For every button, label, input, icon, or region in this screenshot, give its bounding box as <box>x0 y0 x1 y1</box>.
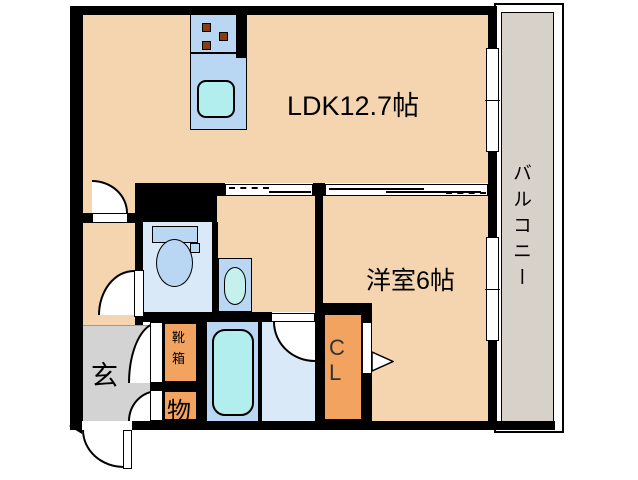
wall-post-between-sliders <box>313 183 325 196</box>
shoe-box-label: 靴箱 <box>172 330 186 366</box>
shoe-box-door-leaf <box>150 322 163 383</box>
wall-above-toilet <box>135 183 217 222</box>
entrance-door-gap <box>82 421 132 430</box>
entrance-door-swing <box>82 430 124 468</box>
stove-burner-icon <box>202 41 211 50</box>
stove-burner-icon <box>219 32 228 41</box>
wall-closet-top <box>323 303 372 313</box>
wall-closet-above-door <box>363 313 372 322</box>
wall-hinge-stub-left <box>83 213 93 223</box>
wall-bath-top <box>212 312 272 322</box>
kitchen-stove-divider <box>190 52 247 54</box>
toilet-flush-handle <box>190 243 200 253</box>
stove-burner-icon <box>202 23 211 32</box>
wall-bottom <box>70 421 555 430</box>
toilet-bowl <box>156 239 193 287</box>
closet-door-direction-icon <box>371 351 394 372</box>
closet-door-leaf <box>362 322 372 374</box>
entrance-arrow-icon <box>69 418 82 434</box>
kitchen-vent-wall <box>236 15 246 58</box>
wall-left <box>70 6 83 430</box>
wall-shoebox-divider <box>150 383 198 390</box>
wall-top <box>70 6 497 15</box>
bathtub <box>212 329 254 416</box>
storage-box <box>163 390 198 421</box>
washbasin-bowl <box>224 267 246 305</box>
western-balcony-window <box>485 237 500 341</box>
western-room-sliding-door <box>325 184 488 196</box>
storage-label: 物 <box>167 398 191 425</box>
ldk-floor <box>83 15 488 183</box>
wall-toilet-left-upper <box>135 222 143 270</box>
wall-toilet-right <box>212 222 218 322</box>
wall-bath-divider <box>258 322 262 421</box>
bath-door-leaf <box>271 313 315 322</box>
kitchen-sink <box>197 80 235 118</box>
entrance-label: 玄 <box>91 361 118 391</box>
shoe-box <box>163 322 198 383</box>
hallway-door-leaf <box>92 213 128 223</box>
wall-toilet-bottom <box>135 312 215 322</box>
washroom-sliding-door <box>225 184 313 196</box>
wall-hinge-stub-right <box>128 213 136 223</box>
storage-door-leaf <box>150 390 163 421</box>
balcony-label: バルコニー <box>510 163 531 293</box>
wall-right <box>488 6 497 430</box>
toilet-door-leaf <box>134 270 144 317</box>
closet-box <box>323 313 363 421</box>
wall-closet-below-door <box>363 374 372 421</box>
western-room-label: 洋室6帖 <box>366 267 455 295</box>
wall-ldk-lower-stub <box>217 183 225 196</box>
closet-label: CL <box>329 335 345 386</box>
ldk-label: LDK12.7帖 <box>287 91 420 121</box>
wall-washroom-western <box>315 196 323 421</box>
ldk-balcony-window <box>485 48 500 152</box>
entrance-door-leaf <box>123 430 132 469</box>
wall-bath-left <box>198 322 207 421</box>
